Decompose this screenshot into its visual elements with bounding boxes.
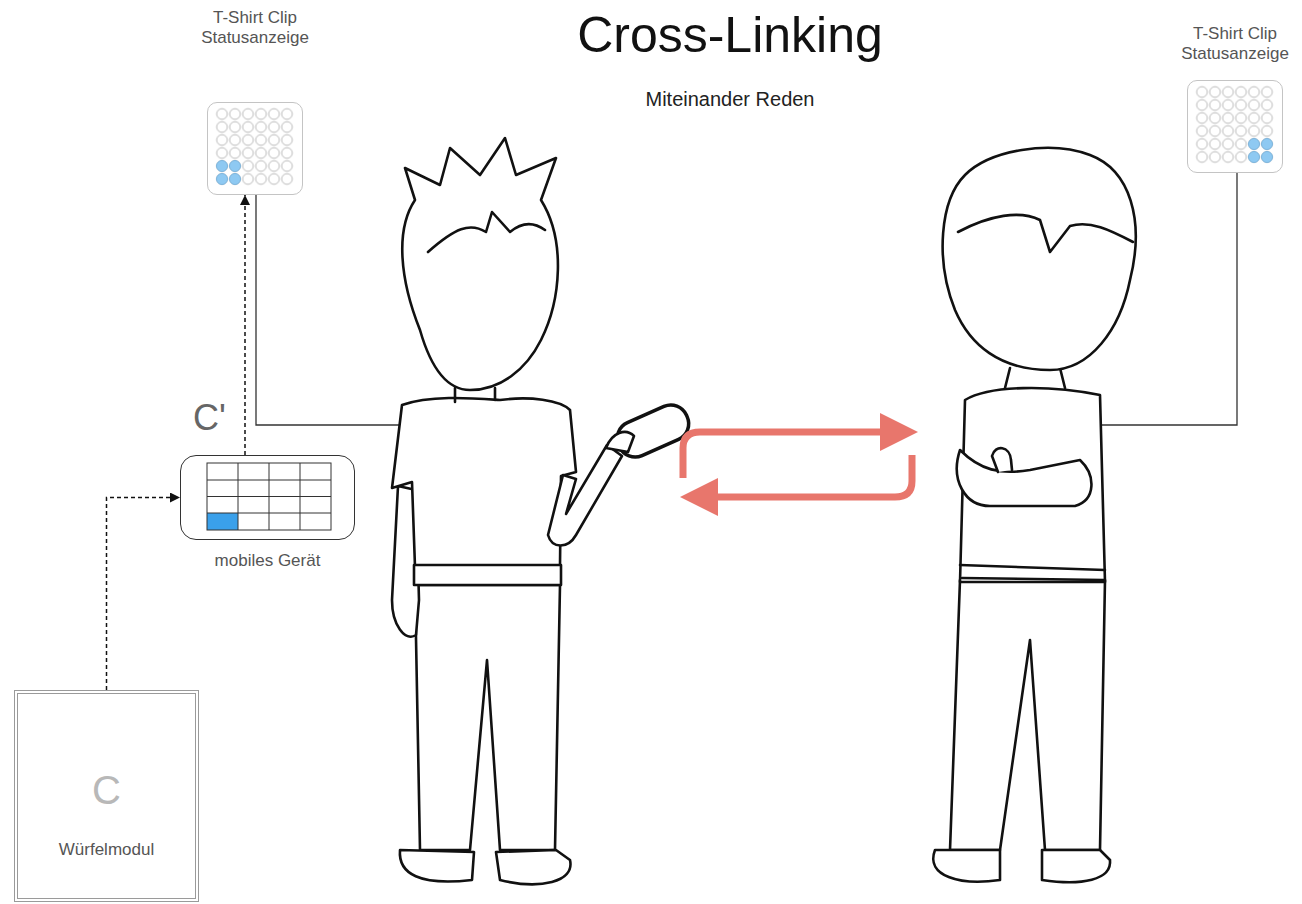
status-clip: T-Shirt Clip Statusanzeige [1175,24,1295,176]
dashed-arrow [107,498,181,691]
dashed-arrow [244,195,246,455]
status-clip: T-Shirt Clip Statusanzeige [195,8,315,198]
dice-module: C Würfelmodul [14,690,199,902]
clip-label: T-Shirt Clip Statusanzeige [195,8,315,49]
module-label: Würfelmodul [14,840,199,860]
node-outline [207,102,303,195]
clip-label: T-Shirt Clip Statusanzeige [1175,24,1295,65]
module-symbol: C [14,766,199,814]
exchange-arrow [680,413,918,516]
module-symbol: C' [193,396,253,439]
device-label: mobiles Gerät [175,551,360,571]
led-grid [216,108,294,186]
person-figure [933,148,1135,882]
node-outline [180,455,355,540]
device-table [207,463,331,530]
person-figure [392,138,694,884]
led-grid [1196,86,1274,164]
subtitle: Miteinander Reden [580,88,880,111]
diagram-title: Cross-Linking [480,6,980,64]
mobile-device: C' mobiles Gerät [175,396,360,576]
node-outline [1187,80,1283,173]
